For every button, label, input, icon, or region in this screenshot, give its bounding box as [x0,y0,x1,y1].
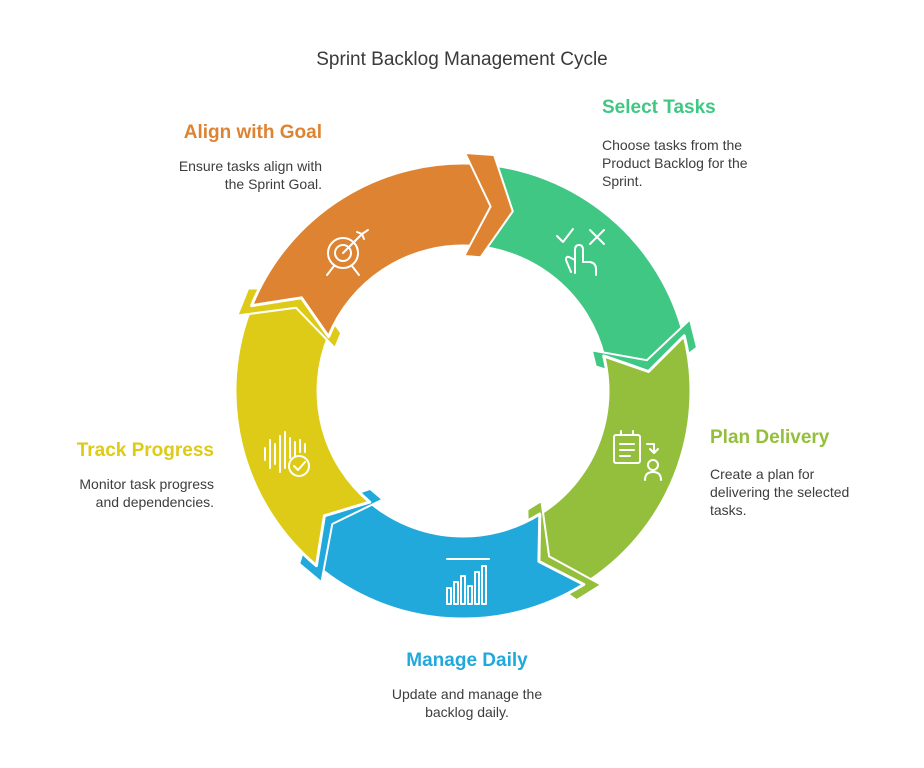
bar-chart-icon [446,558,490,605]
step-title-select-tasks: Select Tasks [602,97,716,118]
step-title-align-with-goal: Align with Goal [183,122,322,143]
step-title-manage-daily: Manage Daily [406,650,528,671]
target-arrow-icon [326,229,369,276]
connector-align [463,152,514,259]
step-title-plan-delivery: Plan Delivery [710,427,830,448]
soundwave-check-icon [264,431,310,477]
checkmark-cross-hand-icon [556,228,605,276]
step-title-track-progress: Track Progress [76,440,214,461]
step-desc-align-with-goal: Ensure tasks align with the Sprint Goal. [178,158,322,192]
step-desc-select-tasks: Choose tasks from the Product Backlog fo… [602,137,748,189]
clipboard-person-icon [613,430,662,481]
diagram-title: Sprint Backlog Management Cycle [316,49,608,70]
step-desc-track-progress: Monitor task progress and dependencies. [79,476,214,510]
step-desc-plan-delivery: Create a plan for delivering the selecte… [710,466,850,518]
step-desc-manage-daily: Update and manage the backlog daily. [391,686,543,720]
